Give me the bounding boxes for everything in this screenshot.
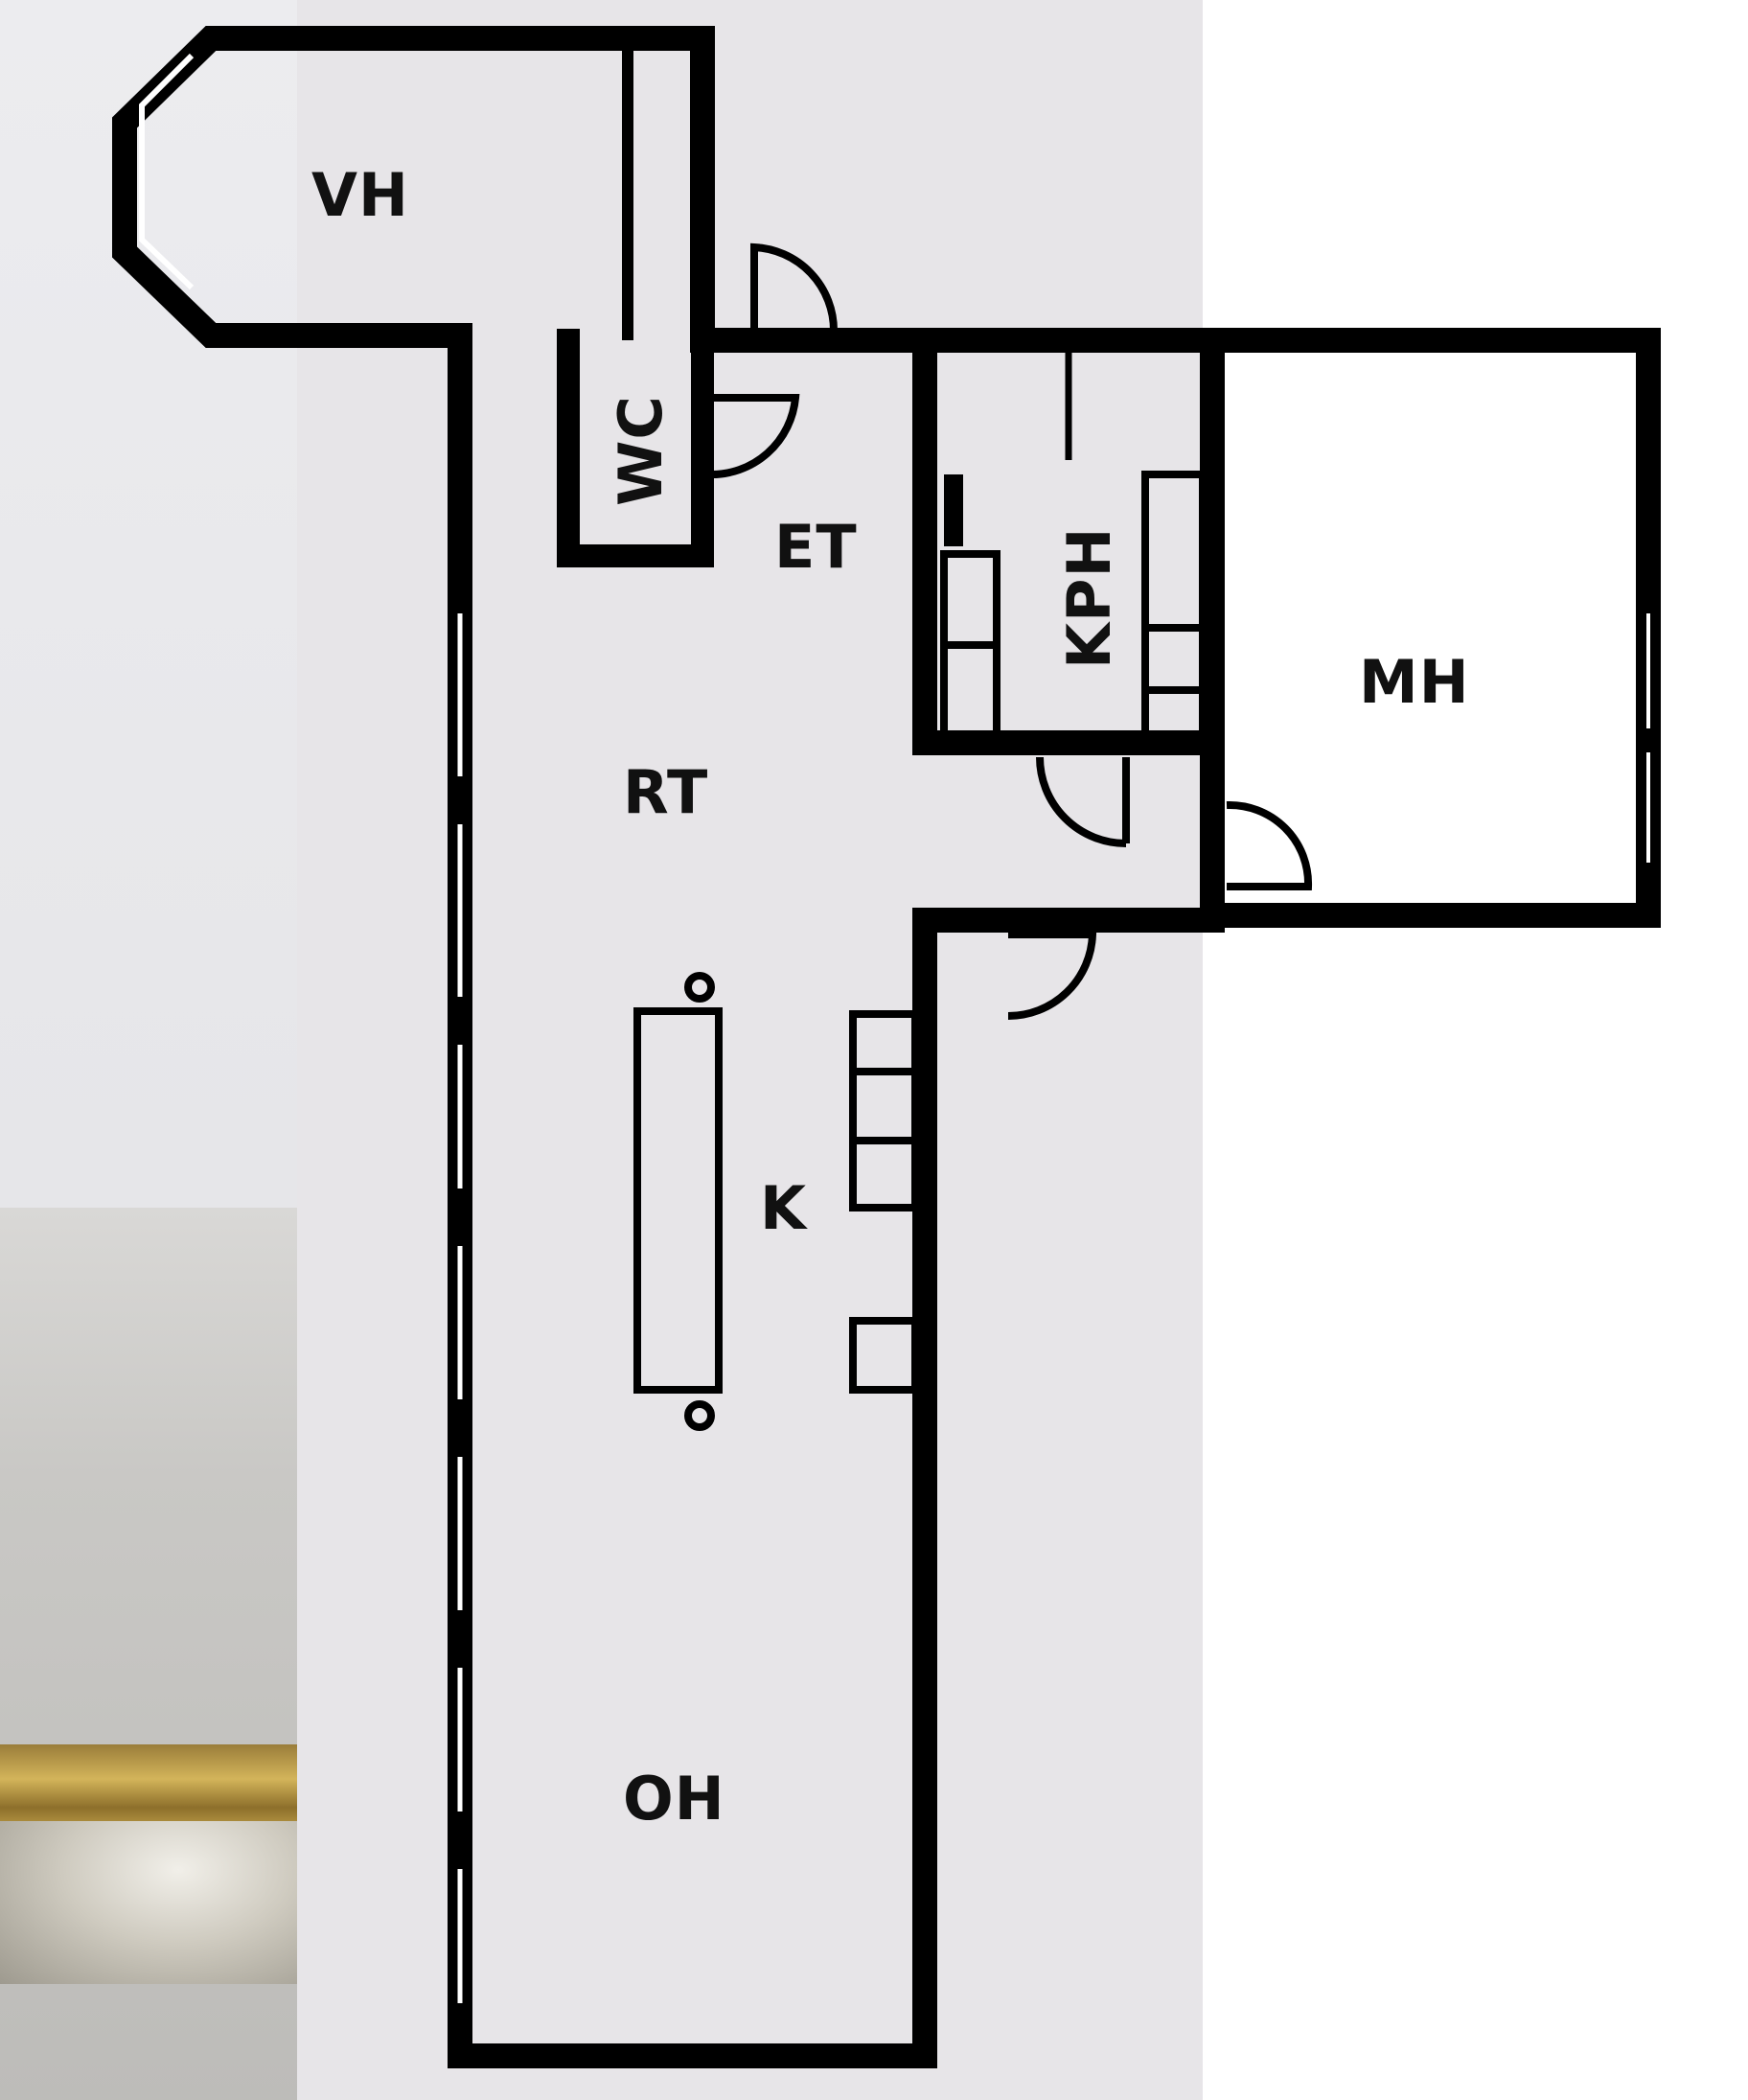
kitchen-cabinets	[849, 1010, 919, 1394]
room-label-wc: WC	[606, 395, 676, 506]
room-label-rt: RT	[623, 757, 708, 827]
room-label-oh: OH	[623, 1764, 725, 1834]
outer-wall	[112, 26, 1225, 2068]
door-wc	[705, 394, 800, 479]
kph-fixtures	[940, 350, 1207, 742]
door-kph	[1036, 756, 1130, 847]
wall-kph	[912, 328, 1225, 755]
room-label-et: ET	[774, 512, 858, 582]
door-mh	[1226, 800, 1313, 890]
door-swings	[705, 242, 1313, 1020]
background-photo-chandelier-bowl	[0, 1821, 297, 1984]
room-mh-fill	[1212, 340, 1648, 915]
room-label-vh: VH	[311, 160, 409, 230]
room-label-kph: KPH	[1054, 527, 1124, 669]
wall-wc	[557, 329, 714, 567]
door-rt-east	[1007, 931, 1097, 1020]
bay-window	[139, 53, 195, 290]
door-entrance	[750, 242, 839, 332]
room-label-mh: MH	[1359, 647, 1470, 717]
room-label-k: K	[760, 1173, 808, 1243]
kitchen-island	[633, 972, 723, 1431]
